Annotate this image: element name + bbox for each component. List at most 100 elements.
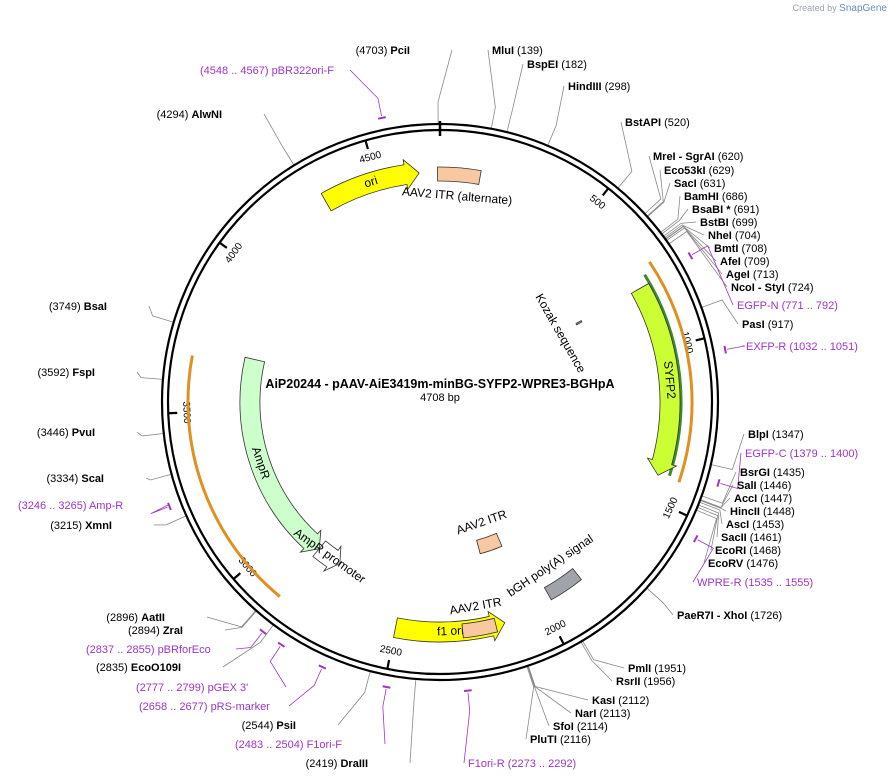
site-name: BamHI xyxy=(684,191,719,203)
site-label-kasi[interactable]: KasI (2112) xyxy=(592,695,649,707)
primer-pos: (4548 .. 4567) xyxy=(200,65,272,77)
feature-bgh-polya[interactable] xyxy=(543,568,582,601)
feature-kozak[interactable] xyxy=(575,320,583,326)
site-label-ecoo109i[interactable]: (2835) EcoO109I xyxy=(96,662,181,674)
site-label-alwni[interactable]: (4294) AlwNI xyxy=(157,109,222,121)
tick-label-2500: 2500 xyxy=(379,644,403,659)
site-label-bmti[interactable]: BmtI (708) xyxy=(714,243,767,255)
site-label-pasi[interactable]: PasI (917) xyxy=(742,319,793,331)
primer-mark-f1ori-f[interactable] xyxy=(382,685,391,689)
site-label-eco53ki[interactable]: Eco53kI (629) xyxy=(664,165,734,177)
feature-ampr-promoter[interactable] xyxy=(312,540,342,572)
feature-ampr[interactable] xyxy=(239,356,322,553)
site-label-pvui[interactable]: (3446) PvuI xyxy=(37,427,95,439)
site-label-bspei[interactable]: BspEI (182) xyxy=(527,59,587,71)
site-pos: (4294) xyxy=(157,109,192,121)
site-pos: (1956) xyxy=(640,676,675,688)
primer-mark-pgex-3[interactable] xyxy=(277,641,286,648)
feature-ori[interactable] xyxy=(320,158,420,212)
primer-label-egfp-c[interactable]: EGFP-C (1379 .. 1400) xyxy=(745,448,858,460)
ampr-range-orange xyxy=(186,355,281,598)
site-label-bstbi[interactable]: BstBI (699) xyxy=(700,217,757,229)
site-label-asci[interactable]: AscI (1453) xyxy=(726,519,784,531)
site-label-ncoi-styi[interactable]: NcoI - StyI (724) xyxy=(731,282,814,294)
site-label-sfoi[interactable]: SfoI (2114) xyxy=(553,721,608,733)
site-label-bsrgi[interactable]: BsrGI (1435) xyxy=(740,467,805,479)
primer-mark-wpre-r[interactable] xyxy=(692,534,699,543)
primer-label-exfp-r[interactable]: EXFP-R (1032 .. 1051) xyxy=(746,341,858,353)
site-label-hincii[interactable]: HincII (1448) xyxy=(730,506,795,518)
feature-aav2-itr-1[interactable] xyxy=(476,532,503,555)
site-label-pluti[interactable]: PluTI (2116) xyxy=(530,734,591,746)
site-label-ecorv[interactable]: EcoRV (1476) xyxy=(708,558,778,570)
site-label-agei[interactable]: AgeI (713) xyxy=(726,269,779,281)
primer-leader-egfp-n xyxy=(691,245,734,306)
site-label-nhei[interactable]: NheI (704) xyxy=(708,230,761,242)
site-label-aatii[interactable]: (2896) AatII xyxy=(106,612,165,624)
site-label-scai[interactable]: (3334) ScaI xyxy=(47,473,105,485)
site-label-ecori[interactable]: EcoRI (1468) xyxy=(715,545,781,557)
site-label-bsai[interactable]: (3749) BsaI xyxy=(49,301,107,313)
site-pos: (708) xyxy=(738,243,767,255)
primer-mark-egfp-n[interactable] xyxy=(687,251,694,260)
primer-label-pbrforeco[interactable]: (2837 .. 2855) pBRforEco xyxy=(86,644,211,656)
site-label-hindiii[interactable]: HindIII (298) xyxy=(568,81,630,93)
site-label-blpi[interactable]: BlpI (1347) xyxy=(748,429,804,441)
site-labels: (4703) PciI MluI (139) BspEI (182) HindIII … xyxy=(18,45,858,770)
site-label-saci[interactable]: SacI (631) xyxy=(674,178,725,190)
site-label-pmli[interactable]: PmlI (1951) xyxy=(628,663,686,675)
site-label-bstapi[interactable]: BstAPI (520) xyxy=(625,117,690,129)
site-pos: (1461) xyxy=(747,532,782,544)
primer-mark-pbr322ori-f[interactable] xyxy=(377,116,386,120)
primer-label-f1ori-r[interactable]: F1ori-R (2273 .. 2292) xyxy=(468,758,576,770)
primer-mark-pbrforeco[interactable] xyxy=(259,628,267,635)
site-label-bamhi[interactable]: BamHI (686) xyxy=(684,191,748,203)
primer-label-amp-r[interactable]: (3246 .. 3265) Amp-R xyxy=(18,500,123,512)
primer-mark-egfp-c[interactable] xyxy=(716,478,721,487)
site-label-psii[interactable]: (2544) PsiI xyxy=(242,720,296,732)
primer-mark-exfp-r[interactable] xyxy=(723,345,727,354)
tick-label-3000: 3000 xyxy=(236,555,259,579)
site-pos: (520) xyxy=(661,117,690,129)
leader-bsai xyxy=(148,305,174,323)
primer-label-f1ori-f[interactable]: (2483 .. 2504) F1ori-F xyxy=(235,739,342,751)
primer-label-wpre-r[interactable]: WPRE-R (1535 .. 1555) xyxy=(697,577,813,589)
site-label-xmni[interactable]: (3215) XmnI xyxy=(50,520,112,532)
feature-aav2-itr-2[interactable] xyxy=(461,617,499,639)
primer-mark-amp-r[interactable] xyxy=(167,502,172,511)
site-pos: (2835) xyxy=(96,662,131,674)
leader-hincii xyxy=(699,499,727,512)
feature-syfp2[interactable] xyxy=(630,282,681,476)
primer-label-pbr322ori-f[interactable]: (4548 .. 4567) pBR322ori-F xyxy=(200,65,334,77)
site-name: SacII xyxy=(721,532,747,544)
primer-label-egfp-n[interactable]: EGFP-N (771 .. 792) xyxy=(737,300,838,312)
site-label-mlui[interactable]: MluI (139) xyxy=(492,45,543,57)
site-label-sali[interactable]: SalI (1446) xyxy=(737,480,791,492)
leader-rsrii xyxy=(580,641,613,682)
site-label-draiii[interactable]: (2419) DraIII xyxy=(306,758,368,770)
primer-label-prs-marker[interactable]: (2658 .. 2677) pRS-marker xyxy=(139,701,270,713)
site-label-bsabi[interactable]: BsaBI * (691) xyxy=(692,204,759,216)
site-label-mrei-sgrai[interactable]: MreI - SgrAI (620) xyxy=(653,151,743,163)
site-label-rsrii[interactable]: RsrII (1956) xyxy=(616,676,675,688)
primer-label-pgex-3[interactable]: (2777 .. 2799) pGEX 3' xyxy=(136,682,248,694)
leader-psii xyxy=(337,671,371,726)
site-name: PsiI xyxy=(276,720,296,732)
primer-mark-prs-marker[interactable] xyxy=(318,664,327,670)
site-pos: (724) xyxy=(785,282,814,294)
site-label-pcii[interactable]: (4703) PciI xyxy=(356,45,410,57)
site-label-fspi[interactable]: (3592) FspI xyxy=(38,367,95,379)
site-label-acci[interactable]: AccI (1447) xyxy=(734,493,792,505)
site-label-afei[interactable]: AfeI (709) xyxy=(720,256,770,268)
site-name: BspEI xyxy=(527,59,558,71)
primer-leader-wpre-r xyxy=(692,539,714,583)
site-label-paer7i-xhoi[interactable]: PaeR7I - XhoI (1726) xyxy=(677,610,782,622)
feature-aav2-itr-alternate[interactable] xyxy=(437,166,482,185)
site-name: PasI xyxy=(742,319,765,331)
primer-mark-f1ori-r[interactable] xyxy=(463,689,472,693)
feature-label-kozak: Kozak sequence xyxy=(533,291,589,375)
site-pos: (298) xyxy=(602,81,631,93)
site-label-zrai[interactable]: (2894) ZraI xyxy=(128,625,183,637)
site-label-sacii[interactable]: SacII (1461) xyxy=(721,532,782,544)
site-label-nari[interactable]: NarI (2113) xyxy=(575,708,630,720)
